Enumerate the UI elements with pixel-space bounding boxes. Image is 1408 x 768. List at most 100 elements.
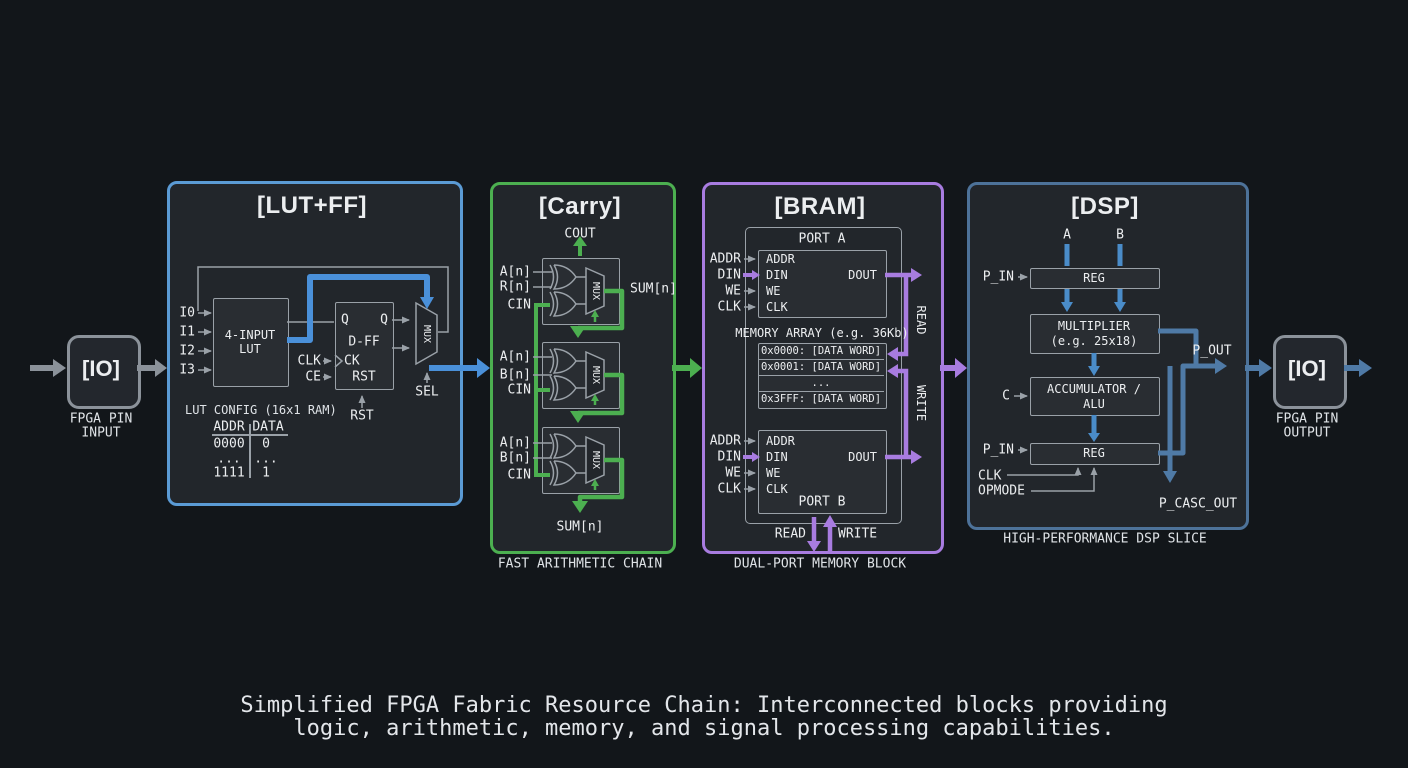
carry2-a: A[n] — [499, 435, 531, 451]
carry2-cin: CIN — [507, 467, 531, 483]
port-a-dout: DOUT — [848, 268, 877, 282]
clk-label: CLK — [297, 353, 321, 369]
io-input-block — [67, 335, 141, 409]
lut-table-cell: 0000 — [213, 436, 245, 452]
sel-label: SEL — [415, 384, 439, 400]
bram-in-din-b: DIN — [717, 449, 741, 465]
bram-in-din-a: DIN — [717, 267, 741, 283]
lut-input-i1: I1 — [179, 324, 195, 340]
lut-input-i2: I2 — [179, 343, 195, 359]
memory-row-3: 0x3FFF: [DATA WORD] — [760, 392, 882, 405]
carry1-a: A[n] — [499, 349, 531, 365]
dff-ck-label: CK — [344, 353, 360, 369]
dff-q-left: Q — [341, 312, 349, 328]
carry-cell-0 — [542, 258, 620, 325]
dsp-c-label: C — [1002, 388, 1010, 404]
lut-table-col-data: DATA — [252, 419, 284, 435]
port-b-dout: DOUT — [848, 450, 877, 464]
p-in-top-label: P_IN — [982, 269, 1014, 285]
lut-table-cell: ... — [254, 451, 278, 467]
write-bottom-label: WRITE — [838, 526, 878, 542]
accumulator-label: ACCUMULATOR / — [1047, 382, 1141, 396]
p-out-label: P_OUT — [1192, 343, 1232, 359]
lut-table-cell: 1 — [262, 465, 270, 481]
multiplier-sub-label: (e.g. 25x18) — [1050, 334, 1138, 348]
bram-in-addr-a: ADDR — [709, 251, 741, 267]
bram-in-addr-b: ADDR — [709, 433, 741, 449]
lut-box-label: LUT — [239, 342, 261, 356]
port-a-pin-din: DIN — [766, 268, 788, 282]
lut-table-cell: 1111 — [213, 465, 245, 481]
dsp-caption: HIGH-PERFORMANCE DSP SLICE — [1003, 531, 1207, 547]
cout-label: COUT — [564, 226, 596, 242]
alu-label: ALU — [1083, 397, 1105, 411]
bram-in-clk-a: CLK — [717, 299, 741, 315]
dff-q-right: Q — [380, 312, 388, 328]
mem-row-divider — [759, 391, 884, 392]
bram-title: [BRAM] — [774, 193, 866, 220]
port-a-label: PORT A — [798, 231, 846, 247]
lut-table-divider — [249, 424, 251, 478]
io-output-block — [1273, 335, 1347, 409]
mem-row-divider — [759, 359, 884, 360]
io-output-caption: FPGA PIN — [1275, 411, 1339, 427]
rst-label: RST — [350, 408, 374, 424]
memory-array-title: MEMORY ARRAY (e.g. 36Kb) — [735, 326, 909, 340]
carry2-b: B[n] — [499, 450, 531, 466]
footer-caption-line1: Simplified FPGA Fabric Resource Chain: I… — [240, 693, 1168, 718]
lut-input-i0: I0 — [179, 305, 195, 321]
opmode-label: OPMODE — [978, 483, 1025, 499]
reg-bottom-label: REG — [1083, 446, 1105, 460]
lut-input-i3: I3 — [179, 362, 195, 378]
write-vertical-label: WRITE — [914, 384, 928, 422]
ce-label: CE — [305, 369, 321, 385]
p-in-bottom-label: P_IN — [982, 442, 1014, 458]
io-input-caption: INPUT — [81, 425, 121, 441]
carry0-cin: CIN — [507, 297, 531, 313]
mem-row-divider — [759, 375, 884, 376]
bram-port-a-box — [758, 250, 887, 318]
lut-ff-title: [LUT+FF] — [257, 192, 367, 219]
port-b-pin-addr: ADDR — [766, 434, 795, 448]
lut-box-label: 4-INPUT — [224, 328, 276, 342]
port-a-pin-we: WE — [766, 284, 781, 298]
bram-in-we-b: WE — [725, 465, 741, 481]
port-a-pin-clk: CLK — [766, 300, 788, 314]
dsp-clk-label: CLK — [978, 468, 1002, 484]
dsp-b-label: B — [1116, 227, 1124, 243]
reg-top-label: REG — [1083, 271, 1105, 285]
memory-row-2: ... — [811, 376, 831, 389]
io-output-caption: OUTPUT — [1283, 425, 1331, 441]
multiplier-label: MULTIPLIER — [1057, 319, 1131, 333]
port-b-pin-din: DIN — [766, 450, 788, 464]
port-a-pin-addr: ADDR — [766, 252, 795, 266]
bram-in-clk-b: CLK — [717, 481, 741, 497]
read-bottom-label: READ — [774, 526, 806, 542]
bram-port-b-box — [758, 430, 887, 514]
bram-in-we-a: WE — [725, 283, 741, 299]
bram-caption: DUAL-PORT MEMORY BLOCK — [733, 556, 907, 572]
lut-ff-block — [167, 181, 463, 506]
sum-bottom-label: SUM[n] — [556, 519, 604, 535]
read-vertical-label: READ — [914, 305, 928, 335]
lut-table-cell: 0 — [262, 436, 270, 452]
carry2-mux-label: MUX — [590, 450, 601, 470]
dff-label: D-FF — [348, 334, 380, 350]
dsp-a-label: A — [1063, 227, 1071, 243]
port-b-label: PORT B — [798, 494, 846, 510]
lut-table-cell: ... — [217, 451, 241, 467]
carry-cell-1 — [542, 342, 620, 409]
carry-caption: FAST ARITHMETIC CHAIN — [497, 556, 663, 572]
carry1-cin: CIN — [507, 382, 531, 398]
io-input-caption: FPGA PIN — [69, 411, 133, 427]
lut-config-title: LUT CONFIG (16x1 RAM) — [185, 403, 337, 417]
dsp-reg-top-box — [1030, 268, 1160, 289]
carry1-b: B[n] — [499, 367, 531, 383]
sum-right-label: SUM[n] — [630, 281, 677, 297]
carry-cell-2 — [542, 427, 620, 494]
carry-title: [Carry] — [538, 193, 622, 220]
carry0-a: A[n] — [499, 264, 531, 280]
carry1-mux-label: MUX — [590, 365, 601, 385]
memory-row-0: 0x0000: [DATA WORD] — [760, 344, 882, 357]
